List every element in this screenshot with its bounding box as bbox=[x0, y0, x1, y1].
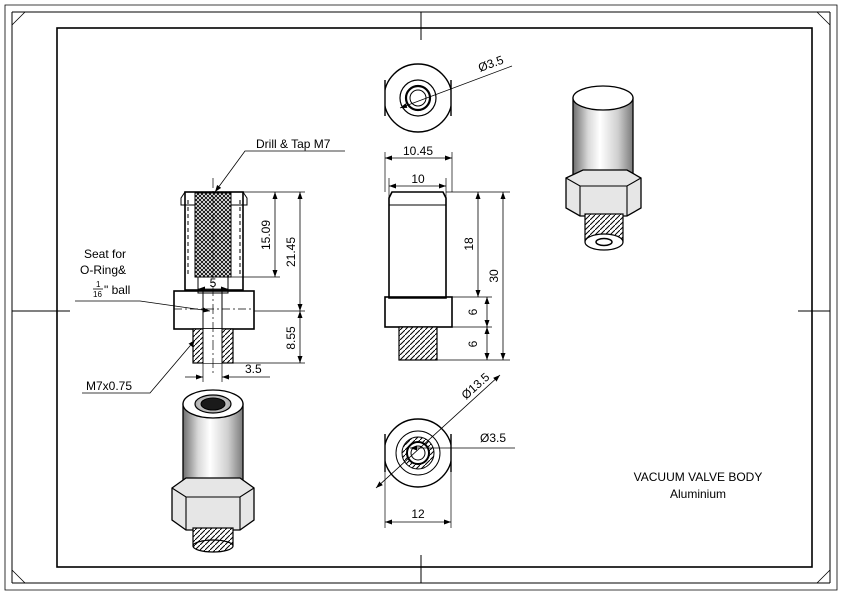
dim-bore-depth: 15.09 bbox=[259, 220, 273, 250]
note-thread: M7x0.75 bbox=[86, 379, 132, 393]
dim-upper-length: 21.45 bbox=[284, 237, 298, 267]
note-seat-line2: O-Ring& bbox=[80, 263, 126, 277]
dim-body-length: 18 bbox=[462, 237, 476, 251]
top-view bbox=[382, 63, 513, 133]
note-fraction-denominator: 16 bbox=[93, 290, 102, 299]
dim-bottom-hole-diameter: Ø3.5 bbox=[480, 431, 506, 445]
note-ball: " ball bbox=[104, 283, 130, 297]
front-view bbox=[384, 191, 453, 361]
note-drill-tap: Drill & Tap M7 bbox=[256, 137, 331, 151]
dim-thread-length: 6 bbox=[466, 340, 480, 347]
note-seat-line1: Seat for bbox=[84, 247, 126, 261]
bottom-view bbox=[375, 374, 515, 528]
note-fraction-numerator: 1 bbox=[96, 280, 101, 289]
dim-bottom-width: 12 bbox=[411, 507, 425, 521]
isometric-view-bottom bbox=[171, 389, 255, 553]
section-view bbox=[173, 178, 255, 375]
dim-body-width: 10 bbox=[411, 172, 425, 186]
dim-top-hole-diameter: Ø3.5 bbox=[476, 53, 506, 75]
dim-bore-width: 3.5 bbox=[245, 362, 262, 376]
dim-outer-width: 10.45 bbox=[403, 144, 433, 158]
dim-lower-length: 8.55 bbox=[284, 326, 298, 350]
isometric-view-top bbox=[565, 85, 642, 251]
dim-hex-length: 6 bbox=[466, 308, 480, 315]
dim-seat-diameter: 5 bbox=[210, 276, 217, 290]
front-dimensions bbox=[384, 152, 510, 361]
dim-total-length: 30 bbox=[487, 269, 501, 283]
drawing-title: VACUUM VALVE BODY bbox=[634, 470, 763, 484]
section-dimensions bbox=[185, 191, 305, 382]
sheet-border bbox=[4, 4, 838, 591]
drawing-material: Aluminium bbox=[670, 487, 726, 501]
section-leaders bbox=[75, 150, 345, 394]
